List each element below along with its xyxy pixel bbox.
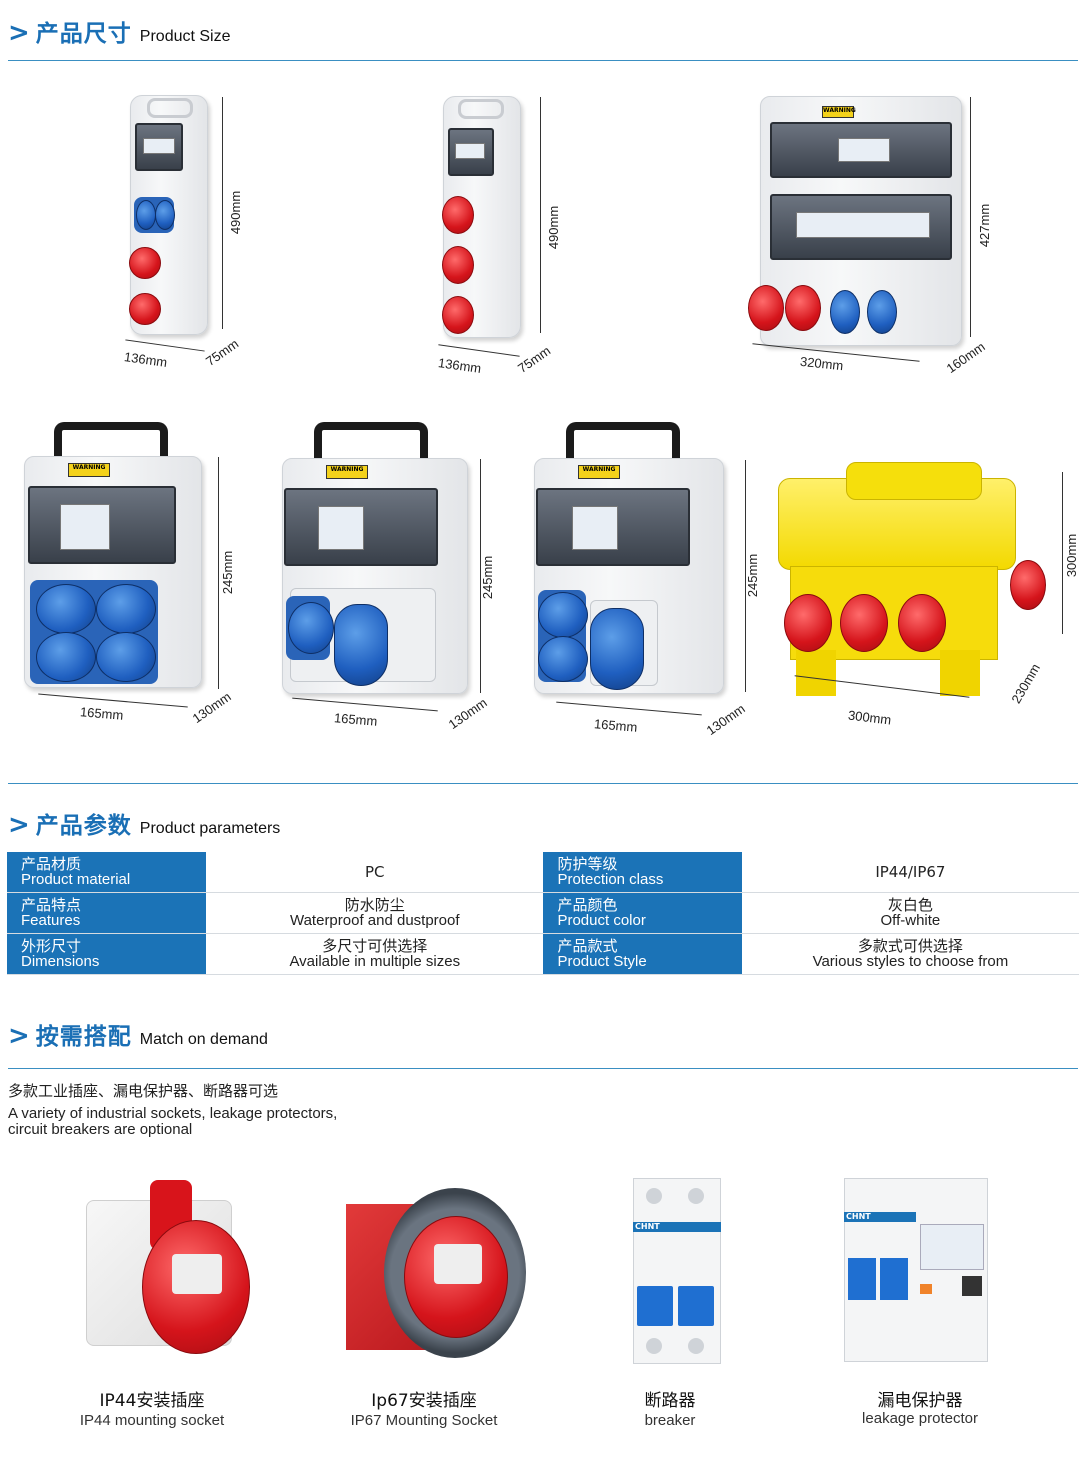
width-label: 136mm — [123, 349, 169, 370]
chevron-right-icon: > — [8, 810, 30, 840]
height-label: 490mm — [228, 190, 244, 235]
section-title-en: Match on demand — [139, 1031, 268, 1048]
width-label: 165mm — [333, 710, 378, 729]
height-label: 245mm — [480, 555, 496, 600]
section-header-match: > 按需搭配 Match on demand — [8, 1017, 268, 1051]
section-divider — [8, 783, 1078, 784]
height-label: 300mm — [1064, 533, 1080, 578]
height-label: 427mm — [977, 203, 993, 248]
width-label: 165mm — [79, 704, 124, 723]
height-label: 245mm — [745, 553, 761, 598]
param-value: PC — [206, 852, 544, 893]
brand-label: CHNT — [633, 1222, 721, 1232]
param-value: IP44/IP67 — [741, 852, 1079, 893]
chevron-right-icon: > — [8, 1021, 30, 1051]
section-divider — [8, 1068, 1078, 1069]
section-title-cn: 产品参数 — [35, 813, 132, 839]
item-title-en: breaker — [644, 1412, 696, 1429]
section-divider — [8, 60, 1078, 61]
depth-label: 130mm — [445, 694, 490, 733]
height-label: 490mm — [546, 205, 562, 250]
item-title-cn: Ip67安装插座 — [371, 1391, 477, 1411]
item-title-cn: IP44安装插座 — [99, 1391, 205, 1411]
item-title-en: IP44 mounting socket — [79, 1412, 225, 1429]
height-label: 245mm — [220, 550, 236, 595]
width-label: 136mm — [437, 355, 483, 376]
intro-text-cn: 多款工业插座、漏电保护器、断路器可选 — [8, 1083, 279, 1100]
width-label: 165mm — [593, 716, 638, 735]
item-title-en: IP67 Mounting Socket — [350, 1412, 498, 1429]
chevron-right-icon: > — [8, 18, 30, 48]
item-title-cn: 断路器 — [644, 1391, 696, 1411]
section-title-cn: 按需搭配 — [35, 1024, 132, 1050]
depth-label: 130mm — [189, 688, 234, 727]
depth-label: 230mm — [1008, 660, 1044, 707]
intro-text-en-2: circuit breakers are optional — [8, 1121, 193, 1138]
depth-label: 75mm — [514, 342, 554, 377]
item-title-cn: 漏电保护器 — [877, 1391, 963, 1411]
section-title-cn: 产品尺寸 — [35, 21, 132, 47]
section-title-en: Product parameters — [139, 820, 281, 837]
depth-label: 75mm — [202, 335, 242, 370]
section-header-params: > 产品参数 Product parameters — [8, 806, 280, 840]
intro-text-en-1: A variety of industrial sockets, leakage… — [8, 1105, 338, 1122]
brand-label: CHNT — [844, 1212, 916, 1222]
width-label: 300mm — [847, 707, 893, 728]
section-title-en: Product Size — [139, 28, 231, 45]
section-header-size: > 产品尺寸 Product Size — [8, 14, 231, 48]
width-label: 320mm — [799, 353, 845, 374]
depth-label: 130mm — [703, 700, 748, 739]
item-title-en: leakage protector — [862, 1410, 978, 1427]
